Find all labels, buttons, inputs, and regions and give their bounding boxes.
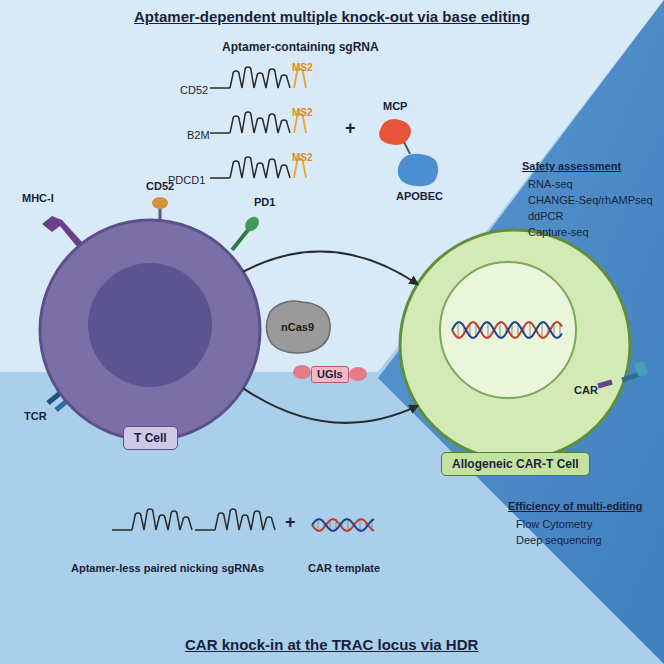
- car-receptor: [598, 361, 648, 386]
- label: MHC-I: [22, 192, 54, 205]
- label: Flow Cytometry: [516, 518, 592, 531]
- label: +: [285, 512, 296, 534]
- curved-arrow: [243, 388, 417, 423]
- dna-helix: [452, 322, 562, 338]
- label: MS2: [292, 152, 313, 164]
- label: APOBEC: [396, 190, 443, 203]
- curved-arrow: [243, 252, 417, 285]
- title: Aptamer-dependent multiple knock-out via…: [134, 8, 530, 26]
- label: UGIs: [311, 366, 349, 383]
- node-label: nCas9: [281, 321, 314, 333]
- cd52-receptor: [152, 197, 168, 220]
- label: Efficiency of multi-editing: [508, 500, 642, 513]
- node-label: Allogeneic CAR-T Cell: [441, 452, 590, 476]
- label: MS2: [292, 107, 313, 119]
- label: B2M: [187, 129, 210, 142]
- cell-node: T Cell: [40, 220, 260, 440]
- label: Capture-seq: [528, 226, 589, 239]
- label: TCR: [24, 410, 47, 423]
- dna-template: [312, 519, 374, 531]
- label: RNA-seq: [528, 178, 573, 191]
- cell-node: Allogeneic CAR-T Cell: [400, 230, 630, 460]
- label: CAR knock-in at the TRAC locus via HDR: [185, 636, 478, 654]
- label: Aptamer-containing sgRNA: [222, 40, 379, 54]
- label: +: [345, 118, 356, 140]
- label: ddPCR: [528, 210, 563, 223]
- label: Aptamer-less paired nicking sgRNAs: [71, 562, 264, 575]
- label: CAR: [574, 384, 598, 397]
- label: CD52: [146, 180, 174, 193]
- label: CHANGE-Seq/rhAMPseq: [528, 194, 653, 207]
- mhc-receptor: [42, 216, 82, 248]
- label: CD52: [180, 84, 208, 97]
- label: MS2: [292, 62, 313, 74]
- label: Safety assessment: [522, 160, 621, 173]
- node-label: T Cell: [123, 426, 178, 450]
- pd1-receptor: [232, 214, 262, 250]
- label: PD1: [254, 196, 275, 209]
- label: Deep sequencing: [516, 534, 602, 547]
- label: MCP: [383, 100, 407, 113]
- enzyme-blob: nCas9: [262, 298, 334, 356]
- label: CAR template: [308, 562, 380, 575]
